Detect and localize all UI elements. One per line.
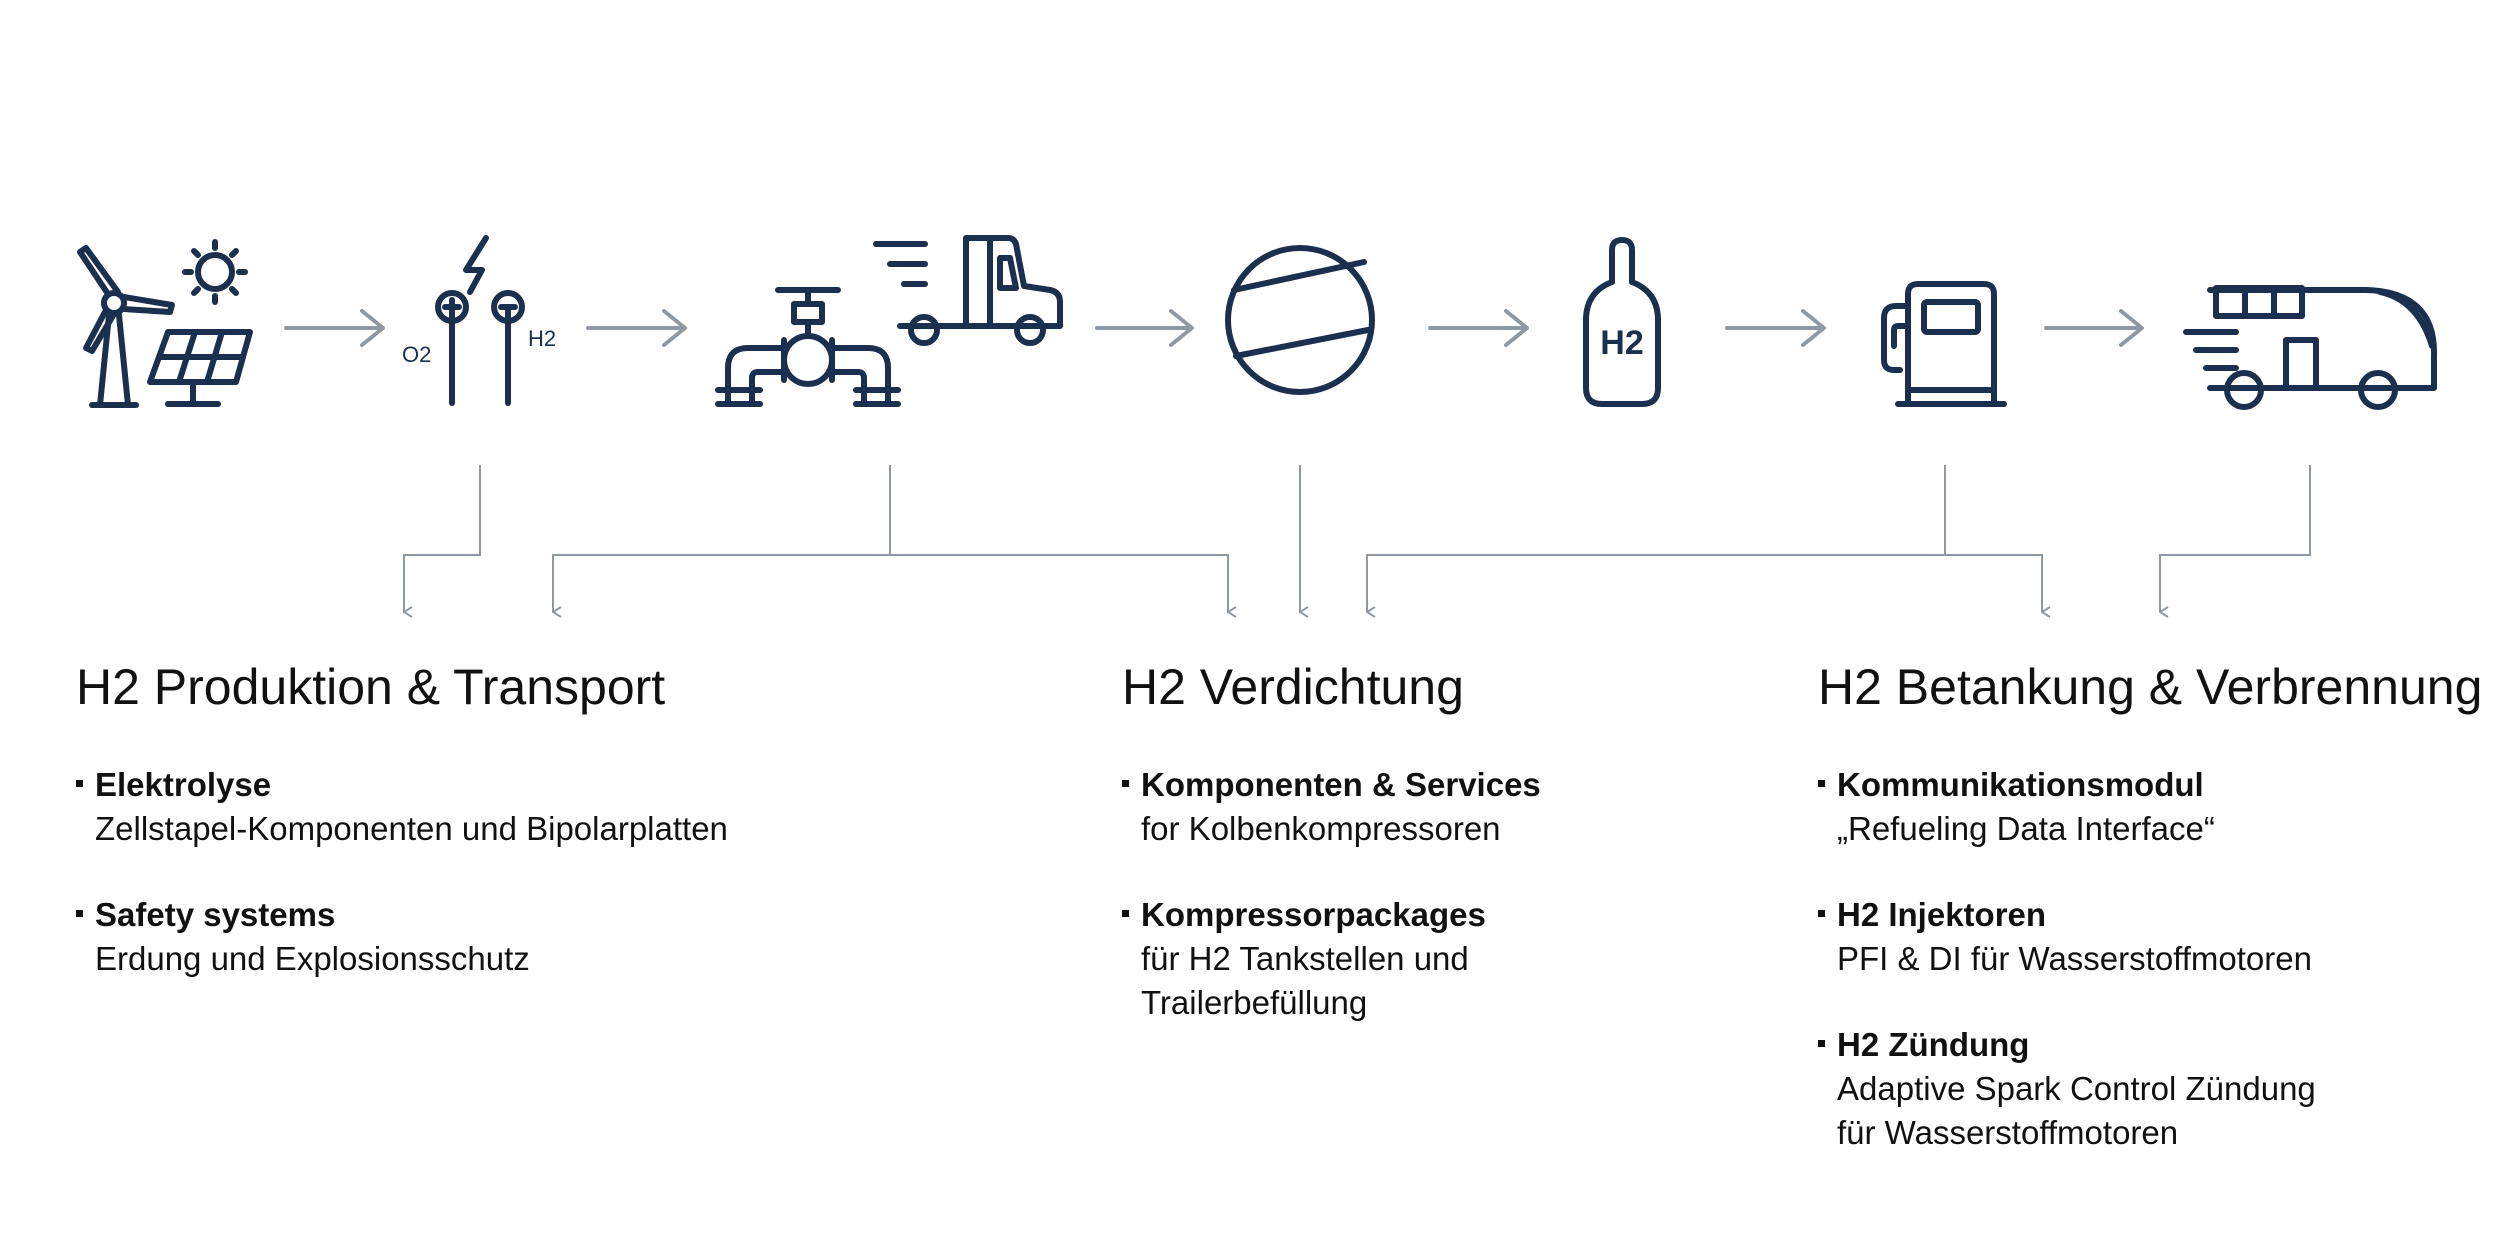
o2-label: O2 [402,342,431,367]
list-item: Komponenten & Services for Kolbenkompres… [1122,763,1822,851]
item-title: H2 Injektoren [1837,896,2047,933]
flow-arrow-3 [1095,309,1194,347]
cathode-icon [491,290,525,406]
column-title: H2 Produktion & Transport [76,659,666,715]
item-description: Trailerbefüllung [1141,984,1368,1021]
fuel-pump-icon [1881,281,2007,407]
item-description: „Refueling Data Interface“ [1837,810,2215,847]
item-title: Kommunikationsmodul [1837,766,2204,803]
h2-tank-icon [1583,237,1661,407]
list-item: H2 Injektoren PFI & DI für Wasserstoffmo… [1818,893,2498,981]
connector-bus [2159,465,2311,612]
connector-lines [403,465,2311,612]
lightning-icon [463,235,489,295]
item-description: Adaptive Spark Control Zündung [1837,1070,2316,1107]
flow-arrow-6 [2044,309,2144,347]
compressor-icon [1225,245,1375,395]
electrolyzer-icon [435,235,525,406]
item-title: Kompressorpackages [1141,896,1486,933]
h2-tank-label: H2 [1600,324,1643,362]
item-description: for Kolbenkompressoren [1141,810,1501,847]
connector-electrolyzer [403,465,481,612]
column-compression: H2 Verdichtung Komponenten & Services fo… [1122,660,1822,1067]
list-item: Elektrolyse Zellstapel-Komponenten und B… [76,763,1076,851]
column-refueling-combustion: H2 Betankung & Verbrennung Kommunikation… [1818,660,2498,1197]
item-title: H2 Zündung [1837,1026,2030,1063]
item-description: für H2 Tankstellen und [1141,940,1469,977]
connector-fuel-pump-left [1366,554,1945,612]
list-item: Safety systems Erdung und Explosionsschu… [76,893,1076,981]
wind-turbine-icon [77,245,175,408]
connector-pipeline-left [552,554,890,612]
h2-side-label: H2 [528,326,556,351]
electrolyzer-labels: O2 H2 [402,326,556,367]
bus-icon [2183,285,2438,410]
connector-fuel-pump-right [1945,554,2042,612]
column-title: H2 Verdichtung [1122,659,1464,715]
wind-solar-icon [77,239,253,408]
list-item: H2 Zündung Adaptive Spark Control Zündun… [1818,1023,2498,1155]
flow-arrow-5 [1725,309,1826,347]
item-title: Safety systems [95,896,336,933]
column-production-transport: H2 Produktion & Transport Elektrolyse Ze… [76,660,1076,1023]
solar-panel-icon [147,329,253,407]
pipeline-valve-icon [715,287,901,407]
flow-arrow-1 [284,309,385,347]
item-description: Erdung und Explosionsschutz [95,940,530,977]
item-description: PFI & DI für Wasserstoffmotoren [1837,940,2312,977]
flow-arrow-2 [586,309,687,347]
list-item: Kompressorpackages für H2 Tankstellen un… [1122,893,1822,1025]
item-description: Zellstapel-Komponenten und Bipolarplatte… [95,810,728,847]
item-title: Komponenten & Services [1141,766,1541,803]
truck-icon [873,235,1063,346]
flow-arrow-4 [1428,309,1529,347]
flow-arrows [284,309,2144,347]
item-description: für Wasserstoffmotoren [1837,1114,2179,1151]
column-title: H2 Betankung & Verbrennung [1818,659,2483,715]
sun-icon [182,239,248,305]
item-title: Elektrolyse [95,766,272,803]
list-item: Kommunikationsmodul „Refueling Data Inte… [1818,763,2498,851]
connector-pipeline-right [890,554,1228,612]
anode-icon [435,290,469,406]
